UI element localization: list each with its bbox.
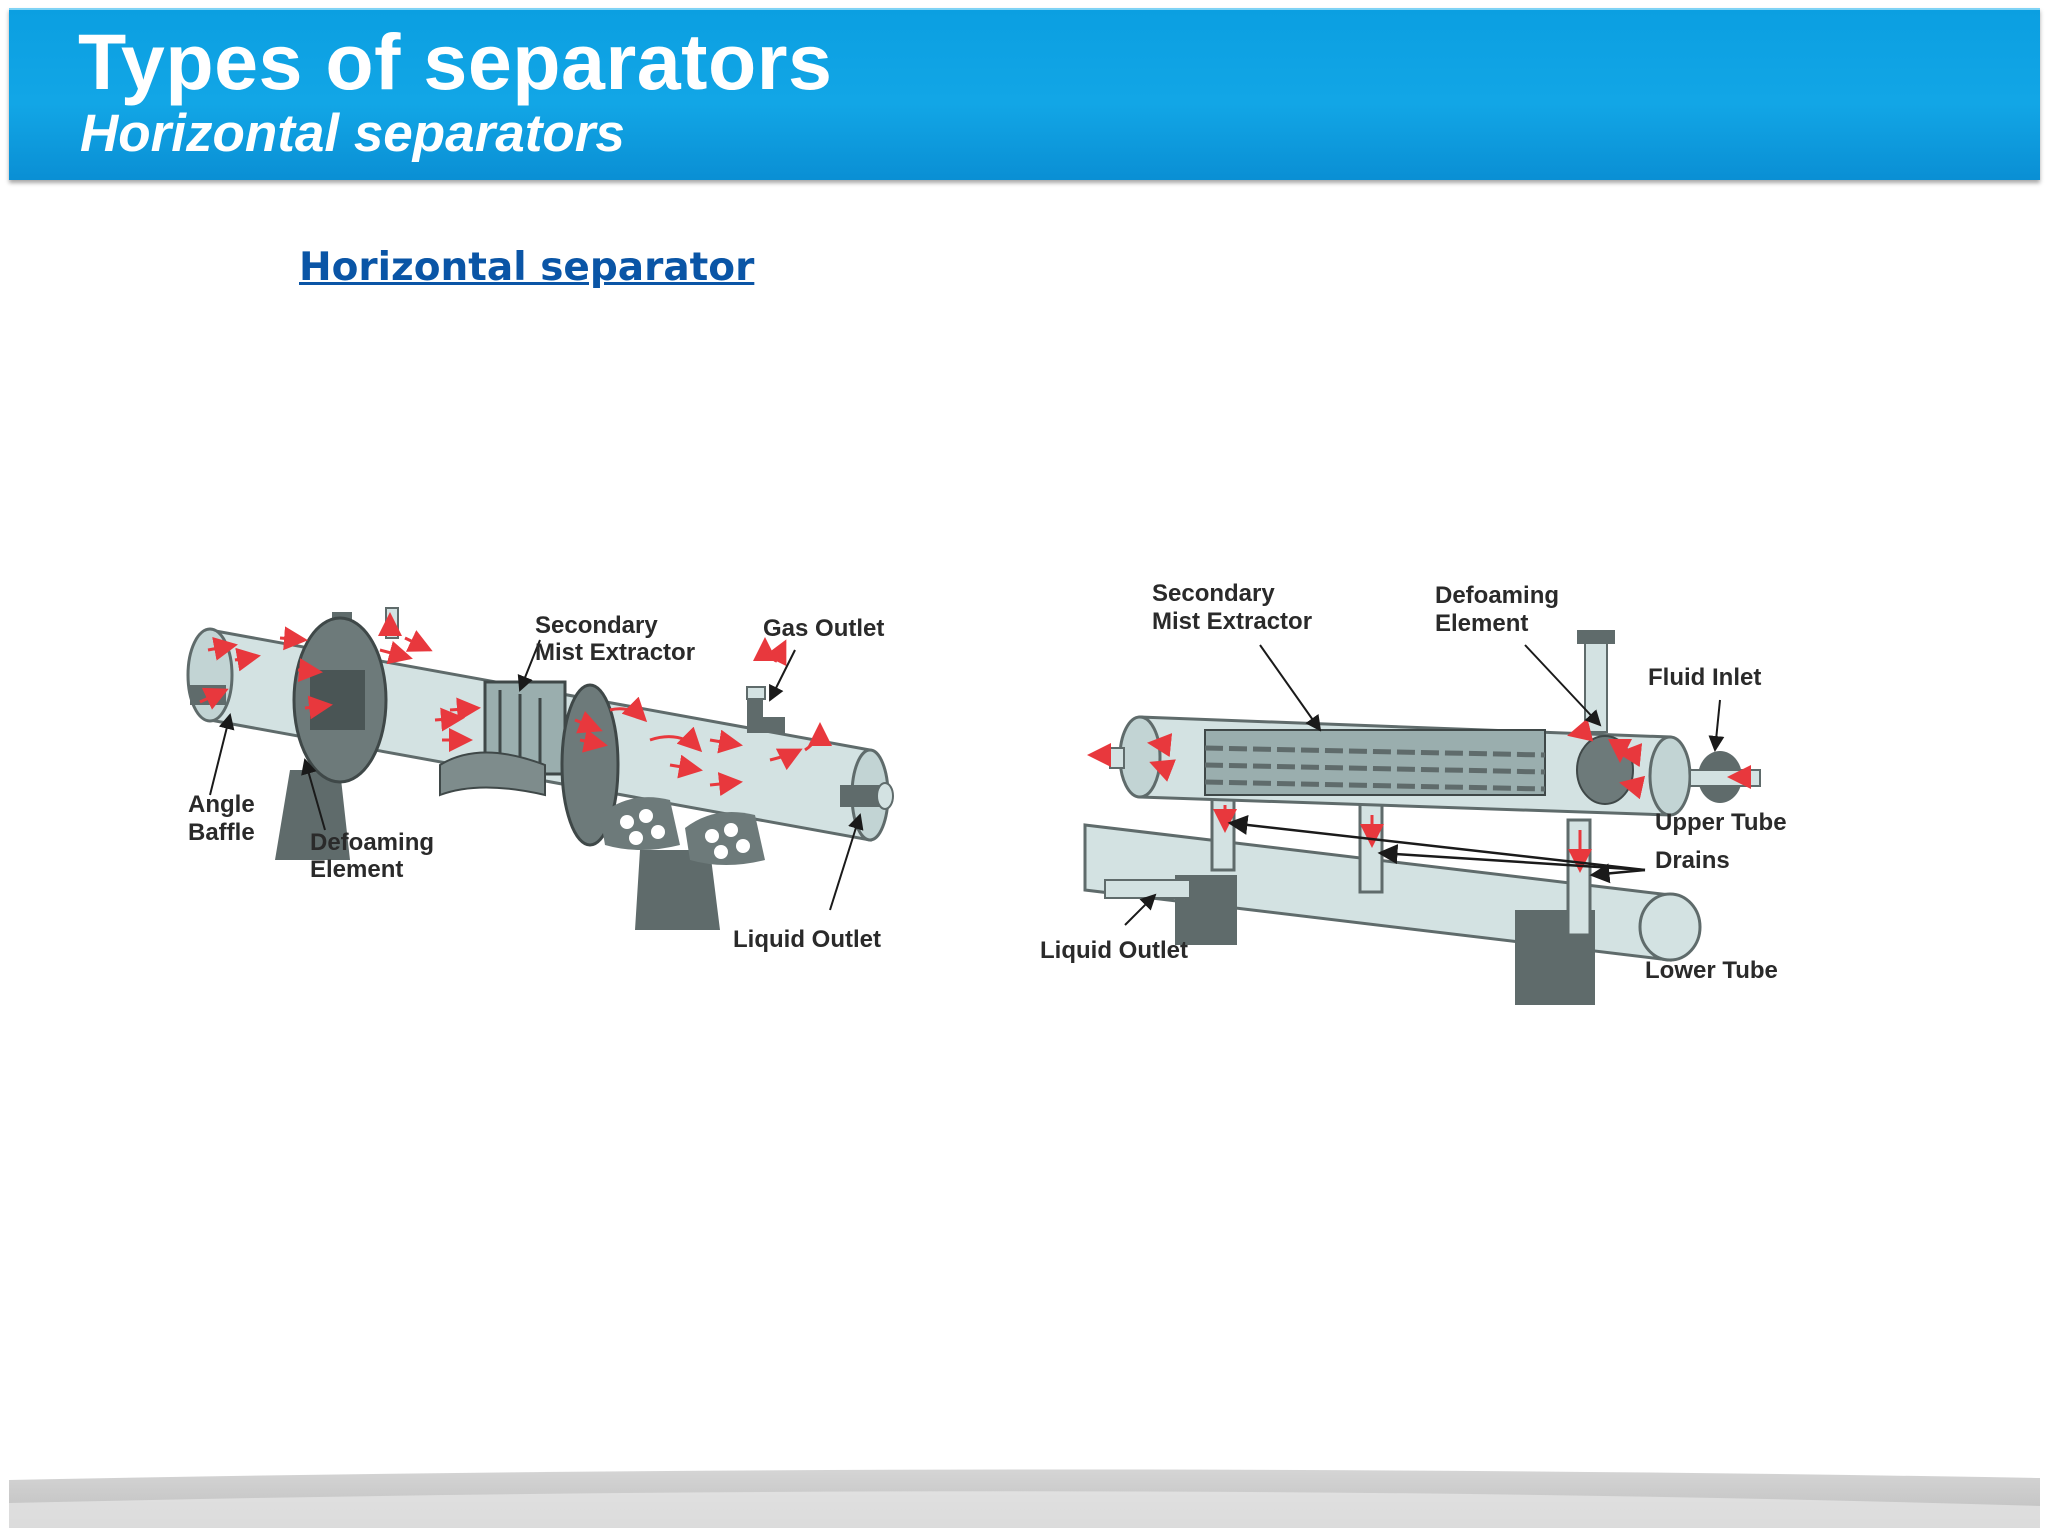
footer-swoosh [9,1469,2040,1528]
slide-subtitle: Horizontal separators [80,104,625,163]
label-leaders [1124,644,1725,926]
upper-tube [1109,630,1761,817]
label-secondary-mist-extractor: Mist Extractor [535,639,695,666]
liquid-outlet-pipe [1104,879,1191,899]
label-defoaming-element: Element [1435,610,1528,637]
section-heading-link[interactable]: Horizontal separator [299,245,755,290]
label-gas-outlet: Gas Outlet [763,615,884,642]
label-lower-tube: Lower Tube [1645,957,1778,984]
label-secondary-mist-extractor: Secondary [1152,580,1275,607]
label-defoaming-element: Element [310,856,403,883]
flow-arrows [1087,718,1751,873]
label-defoaming-element: Defoaming [1435,582,1559,609]
label-upper-tube: Upper Tube [1655,809,1787,836]
label-secondary-mist-extractor: Secondary [535,612,658,639]
vessel-supports [275,770,720,930]
flow-arrows [199,612,832,797]
drains-leaders [1227,815,1646,884]
horizontal-separator-diagram-right: Secondary Mist Extractor Defoaming Eleme… [1040,580,1787,1005]
label-liquid-outlet: Liquid Outlet [733,926,881,953]
label-leaders [209,639,864,911]
label-defoaming-element: Defoaming [310,829,434,856]
title-banner [9,8,2040,180]
label-fluid-inlet: Fluid Inlet [1648,664,1761,691]
label-liquid-outlet: Liquid Outlet [1040,937,1188,964]
label-angle-baffle: Baffle [188,819,255,846]
slide-title: Types of separators [78,17,833,106]
label-drains: Drains [1655,847,1730,874]
label-secondary-mist-extractor: Mist Extractor [1152,608,1312,635]
horizontal-separator-diagram-left: Secondary Mist Extractor Gas Outlet Angl… [186,607,894,953]
label-angle-baffle: Angle [188,791,255,818]
